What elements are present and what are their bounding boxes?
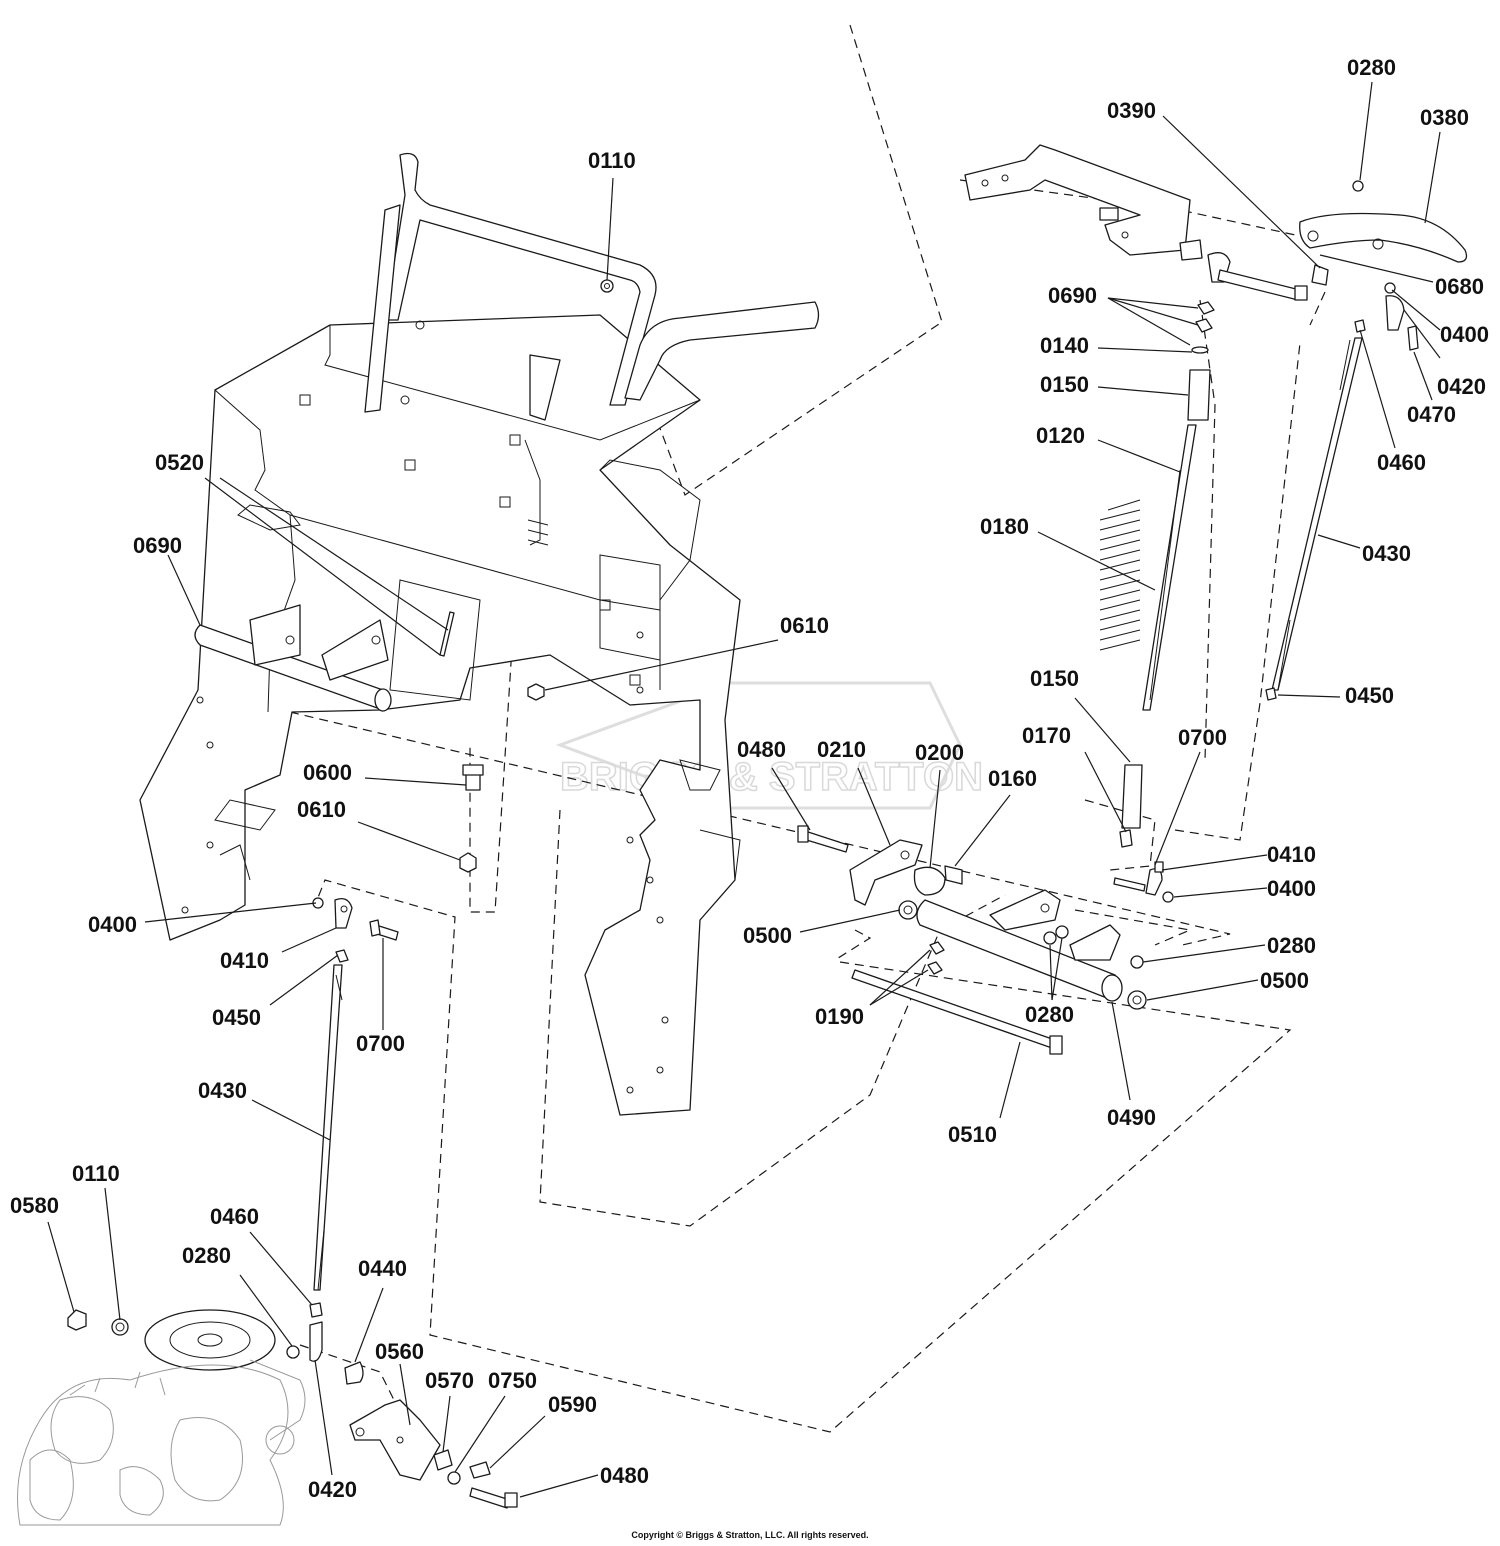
callout-0280-mid: 0280 — [1025, 1002, 1074, 1027]
callout-0280-right: 0280 — [1267, 933, 1316, 958]
callout-0700-right: 0700 — [1178, 725, 1227, 750]
callout-0590: 0590 — [548, 1392, 597, 1417]
callout-0180: 0180 — [980, 514, 1029, 539]
callout-0690-left: 0690 — [133, 533, 182, 558]
small-hardware-left — [439, 279, 614, 873]
callout-0560: 0560 — [375, 1339, 424, 1364]
callout-0690-right: 0690 — [1048, 283, 1097, 308]
callout-0500-right: 0500 — [1260, 968, 1309, 993]
bottom-bracket — [349, 1399, 518, 1509]
callout-0410-right: 0410 — [1267, 842, 1316, 867]
callout-0480-mid: 0480 — [737, 737, 786, 762]
callout-0450-left: 0450 — [212, 1005, 261, 1030]
callout-0600: 0600 — [303, 760, 352, 785]
leader-lines — [47, 81, 1441, 1498]
callout-0200: 0200 — [915, 740, 964, 765]
callout-0400-top: 0400 — [1440, 322, 1489, 347]
callout-0110-bottom: 0110 — [72, 1161, 120, 1186]
callout-0150-mid: 0150 — [1030, 666, 1079, 691]
upper-right-linkage — [964, 144, 1468, 701]
callout-0460-right: 0460 — [1377, 450, 1426, 475]
callout-0420-left: 0420 — [308, 1477, 357, 1502]
callout-0150-top: 0150 — [1040, 372, 1089, 397]
callout-0420-top: 0420 — [1437, 374, 1486, 399]
callout-0410-left: 0410 — [220, 948, 269, 973]
callout-0390: 0390 — [1107, 98, 1156, 123]
callout-0610-right: 0610 — [780, 613, 829, 638]
cross-tube-left — [194, 604, 392, 712]
assembly-guide-lines — [289, 24, 1326, 1433]
spring-rod — [1099, 301, 1215, 848]
callout-0500-left: 0500 — [743, 923, 792, 948]
transmission-pulley — [17, 1309, 306, 1526]
callout-0460-left: 0460 — [210, 1204, 259, 1229]
callout-0680: 0680 — [1435, 274, 1484, 299]
left-control-rod — [286, 897, 399, 1385]
callout-0750: 0750 — [488, 1368, 537, 1393]
callout-0170: 0170 — [1022, 723, 1071, 748]
callout-labels: 0110 0520 0690 0610 0600 0610 0400 0410 … — [10, 55, 1489, 1502]
callout-0570: 0570 — [425, 1368, 474, 1393]
callout-0520: 0520 — [155, 450, 204, 475]
callout-0210: 0210 — [817, 737, 866, 762]
callout-0120: 0120 — [1036, 423, 1085, 448]
callout-0490: 0490 — [1107, 1105, 1156, 1130]
copyright-notice: Copyright © Briggs & Stratton, LLC. All … — [631, 1530, 869, 1540]
callout-0610-left: 0610 — [297, 797, 346, 822]
callout-0380: 0380 — [1420, 105, 1469, 130]
callout-0400-left: 0400 — [88, 912, 137, 937]
callout-0140: 0140 — [1040, 333, 1089, 358]
callout-0470: 0470 — [1407, 402, 1456, 427]
callout-0160: 0160 — [988, 766, 1037, 791]
callout-0580: 0580 — [10, 1193, 59, 1218]
callout-0430-left: 0430 — [198, 1078, 247, 1103]
callout-0480-bottom: 0480 — [600, 1463, 649, 1488]
callout-0400-right: 0400 — [1267, 876, 1316, 901]
callout-0440: 0440 — [358, 1256, 407, 1281]
callout-0700-left: 0700 — [356, 1031, 405, 1056]
callout-0510: 0510 — [948, 1122, 997, 1147]
callout-0450-right: 0450 — [1345, 683, 1394, 708]
callout-0110-top: 0110 — [588, 148, 636, 173]
callout-0280-top: 0280 — [1347, 55, 1396, 80]
handle-frame — [139, 152, 820, 1116]
callout-0280-left: 0280 — [182, 1243, 231, 1268]
callout-0190: 0190 — [815, 1004, 864, 1029]
callout-0430-right: 0430 — [1362, 541, 1411, 566]
pivot-assembly — [797, 825, 1174, 1055]
